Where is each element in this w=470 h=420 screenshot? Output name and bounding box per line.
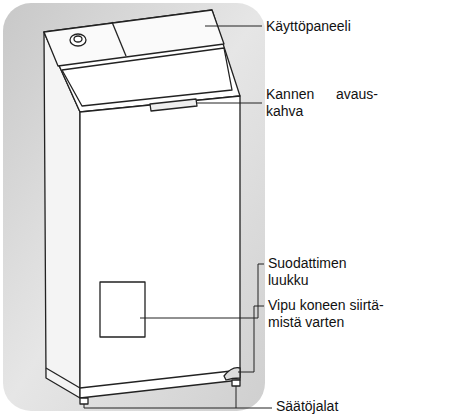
part-label: Suodattimen luukku [268, 255, 368, 289]
leader-line [238, 306, 264, 372]
lid-handle [150, 99, 197, 111]
lever [224, 368, 240, 380]
knob [70, 34, 86, 46]
leader-line [140, 264, 264, 318]
control-panel [44, 10, 224, 66]
foot [232, 380, 240, 386]
machine-top [44, 10, 240, 112]
leader-bracket [84, 404, 272, 408]
base-line [80, 370, 240, 388]
panel-edge [112, 22, 126, 56]
leader-bracket [236, 386, 237, 408]
foot [80, 398, 88, 404]
part-label: Säätöjalat [276, 398, 426, 415]
base-line [46, 368, 80, 388]
lid [62, 48, 232, 106]
leader-line [196, 103, 262, 104]
machine-front [80, 96, 240, 398]
part-label: Vipu koneen siirtä- mistä varten [268, 297, 418, 331]
leader-line [205, 26, 262, 27]
background-panel [3, 3, 265, 411]
part-label: Kannen avaus- kahva [266, 86, 378, 120]
part-label: Käyttöpaneeli [266, 18, 446, 35]
knob-center [74, 36, 82, 42]
filter-hatch [100, 282, 145, 337]
